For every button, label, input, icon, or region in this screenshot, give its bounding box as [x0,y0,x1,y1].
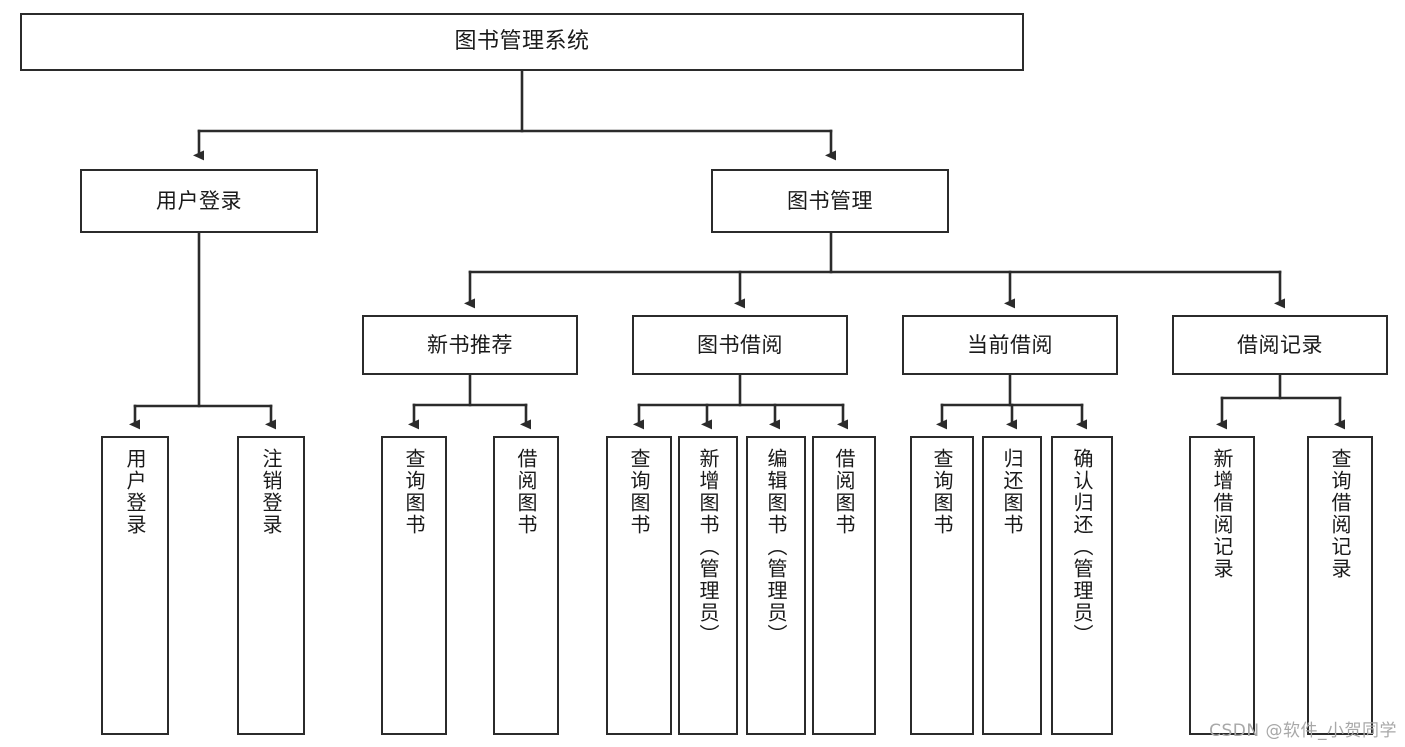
leaf-borrow-borrow-book[interactable]: 借阅图书 [812,436,876,735]
node-label: 新增借阅记录 [1210,448,1234,580]
leaf-borrow-add-book-admin[interactable]: 新增图书（管理员） [678,436,738,735]
leaf-borrow-query[interactable]: 查询图书 [606,436,672,735]
node-label: 查询借阅记录 [1328,448,1352,580]
leaf-current-confirm-return-admin[interactable]: 确认归还（管理员） [1051,436,1113,735]
node-label: 用户登录 [123,448,147,536]
leaf-records-add[interactable]: 新增借阅记录 [1189,436,1255,735]
node-current-borrow[interactable]: 当前借阅 [902,315,1118,375]
leaf-new-book-query[interactable]: 查询图书 [381,436,447,735]
node-label: 借阅记录 [1237,332,1323,357]
node-borrow-records[interactable]: 借阅记录 [1172,315,1388,375]
node-book-management[interactable]: 图书管理 [711,169,949,233]
node-label: 新增图书（管理员） [696,448,720,646]
leaf-user-login-logout[interactable]: 注销登录 [237,436,305,735]
csdn-watermark: CSDN @软件_小贺同学 [1209,721,1397,741]
node-label: 用户登录 [156,188,242,213]
leaf-current-return[interactable]: 归还图书 [982,436,1042,735]
leaf-records-query[interactable]: 查询借阅记录 [1307,436,1373,735]
node-new-book-recommend[interactable]: 新书推荐 [362,315,578,375]
node-label: 确认归还（管理员） [1070,448,1094,646]
leaf-new-book-borrow[interactable]: 借阅图书 [493,436,559,735]
leaf-user-login-login[interactable]: 用户登录 [101,436,169,735]
leaf-current-query[interactable]: 查询图书 [910,436,974,735]
node-user-login[interactable]: 用户登录 [80,169,318,233]
node-book-borrow[interactable]: 图书借阅 [632,315,848,375]
node-label: 图书管理系统 [454,29,590,55]
node-label: 归还图书 [1000,448,1024,536]
node-label: 当前借阅 [967,332,1053,357]
node-label: 图书借阅 [697,332,783,357]
node-label: 借阅图书 [832,448,856,536]
node-label: 借阅图书 [514,448,538,536]
node-label: 新书推荐 [427,332,513,357]
node-label: 查询图书 [627,448,651,536]
node-label: 编辑图书（管理员） [764,448,788,646]
node-root-system[interactable]: 图书管理系统 [20,13,1024,71]
node-label: 注销登录 [259,448,283,536]
leaf-borrow-edit-book-admin[interactable]: 编辑图书（管理员） [746,436,806,735]
node-label: 查询图书 [402,448,426,536]
node-label: 图书管理 [787,188,873,213]
node-label: 查询图书 [930,448,954,536]
